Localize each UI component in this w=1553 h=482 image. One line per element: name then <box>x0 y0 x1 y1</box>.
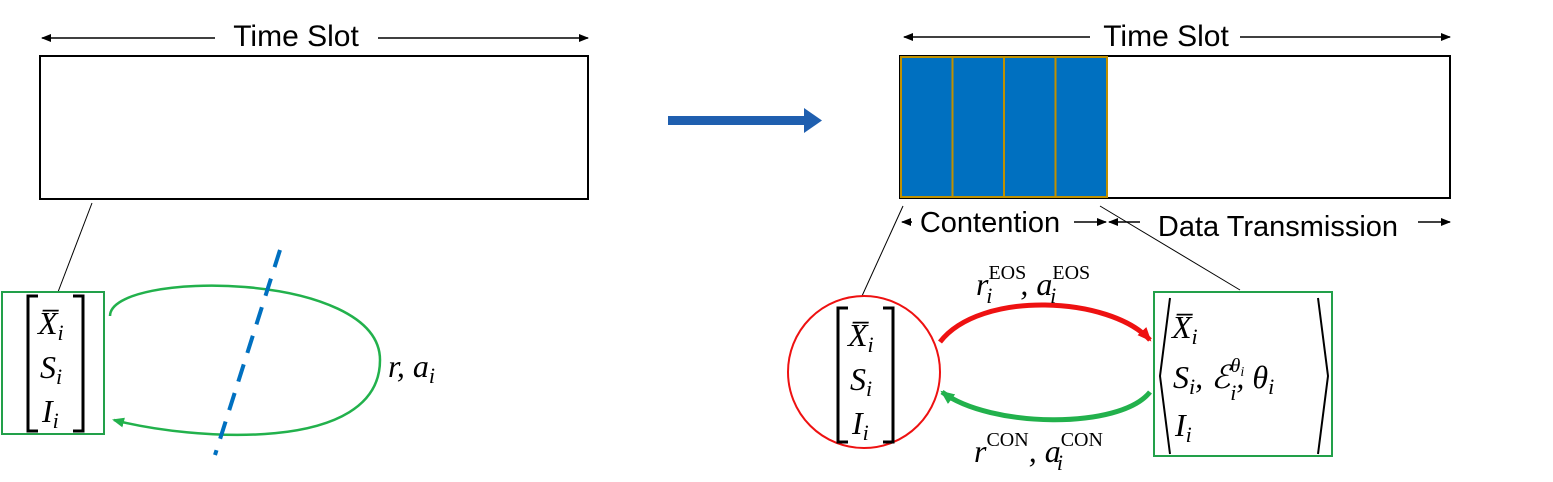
left-time-slot-label: Time Slot <box>233 20 359 53</box>
transition-arrow <box>668 108 822 133</box>
left-action-label: r, ai <box>388 348 435 388</box>
left-connector-line <box>57 202 93 293</box>
contention-slot <box>1003 56 1057 198</box>
contention-slot <box>1054 56 1108 198</box>
left-state-vector: X̅i Si Ii <box>36 305 64 433</box>
contention-label: Contention <box>920 207 1060 239</box>
left-dashed-cut-line <box>213 249 282 456</box>
eos-transition-arrow <box>938 302 1152 344</box>
contention-slot <box>900 56 954 198</box>
right-extended-angle-right <box>1317 297 1330 455</box>
left-loop-arc <box>108 284 382 437</box>
left-state-s: S <box>40 349 56 385</box>
svg-text:Si: Si <box>850 361 872 401</box>
left-panel: Time Slot X̅i Si Ii r, ai <box>1 20 589 456</box>
left-state-bracket-right <box>73 294 85 433</box>
right-state-vector: X̅i Si Ii <box>846 317 874 445</box>
contention-slots <box>900 56 1108 198</box>
svg-text:X̅i: X̅i <box>1170 309 1198 349</box>
right-connector-line-left <box>861 205 904 297</box>
right-extended-angle-left <box>1158 297 1171 455</box>
contention-slot <box>951 56 1005 198</box>
svg-text:Ii: Ii <box>41 393 59 433</box>
data-transmission-label: Data Transmission <box>1158 211 1398 243</box>
left-state-box <box>1 291 105 435</box>
right-state-circle <box>787 295 941 449</box>
right-panel: Time Slot Contention Data Transmission X… <box>787 20 1451 475</box>
svg-text:X̅i: X̅i <box>846 317 874 357</box>
right-extended-state-box <box>1153 291 1333 457</box>
svg-text:Si: Si <box>40 349 62 389</box>
right-state-bracket-left <box>836 306 848 444</box>
right-state-bracket-right <box>883 306 895 444</box>
svg-text:Ii: Ii <box>851 405 869 445</box>
right-connector-line-right <box>1099 205 1241 291</box>
left-state-x: X̅ <box>36 305 59 341</box>
con-transition-arrow <box>940 389 1152 423</box>
right-time-slot-label: Time Slot <box>1103 20 1229 53</box>
svg-text:X̅i: X̅i <box>36 305 64 345</box>
left-state-bracket-left <box>26 294 38 433</box>
svg-text:Ii: Ii <box>1174 407 1192 447</box>
left-time-slot-box <box>39 55 589 200</box>
left-state-i: I <box>41 393 54 429</box>
